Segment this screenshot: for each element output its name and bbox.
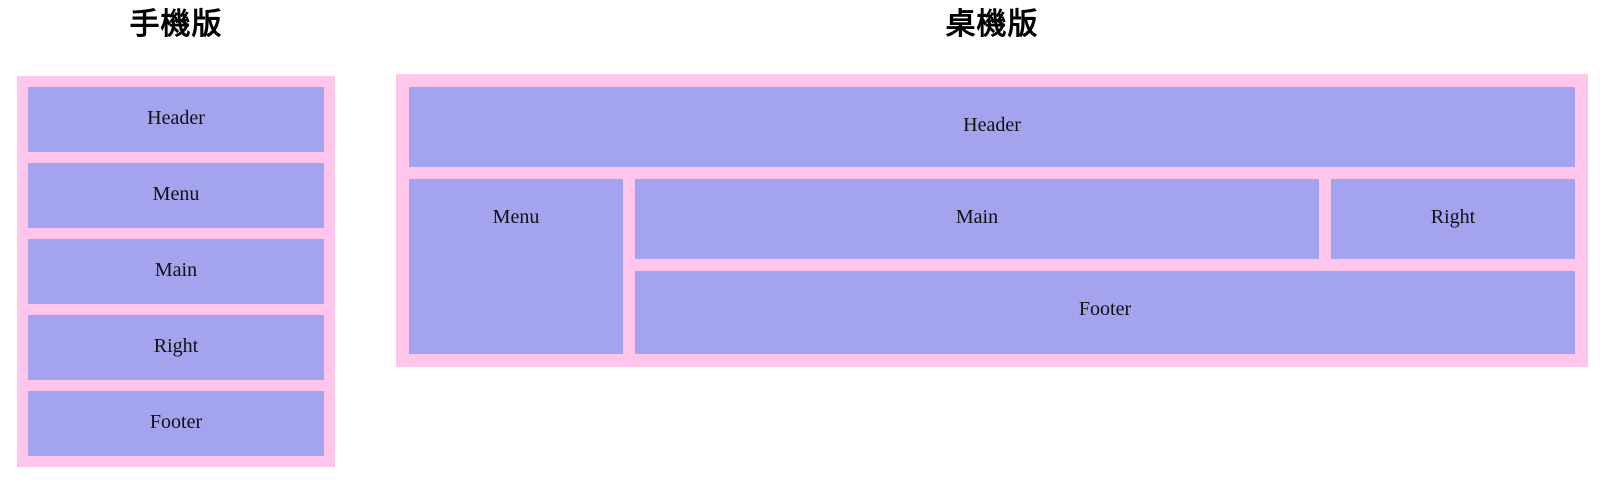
desktop-box-main: Main bbox=[635, 179, 1319, 259]
mobile-box-menu: Menu bbox=[28, 163, 324, 228]
desktop-box-footer: Footer bbox=[635, 271, 1575, 354]
desktop-box-header: Header bbox=[409, 87, 1575, 167]
mobile-box-main: Main bbox=[28, 239, 324, 304]
mobile-box-header: Header bbox=[28, 87, 324, 152]
desktop-box-right: Right bbox=[1331, 179, 1575, 259]
desktop-box-menu: Menu bbox=[409, 179, 623, 354]
desktop-panel-title: 桌機版 bbox=[945, 8, 1039, 41]
mobile-panel-title: 手機版 bbox=[129, 8, 223, 41]
desktop-layout-container: Header Menu Main Right Footer bbox=[396, 74, 1588, 367]
mobile-box-footer: Footer bbox=[28, 391, 324, 456]
mobile-layout-container: Header Menu Main Right Footer bbox=[17, 76, 335, 467]
mobile-box-right: Right bbox=[28, 315, 324, 380]
